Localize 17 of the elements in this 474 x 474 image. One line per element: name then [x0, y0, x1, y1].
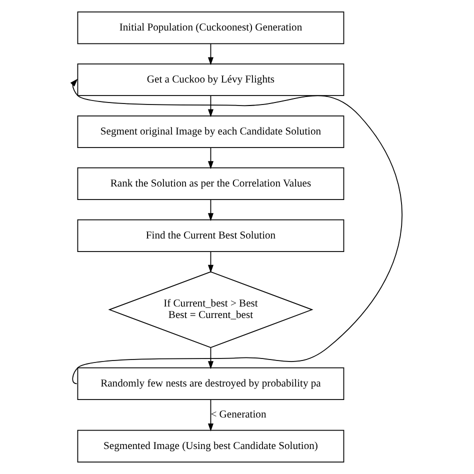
node-box: Segmented Image (Using best Candidate Solution) — [76, 430, 344, 462]
arrow — [207, 95, 214, 118]
node-box: Randomly few nests are destroyed by probability pa — [76, 367, 344, 400]
node-box: Find the Current Best Solution — [76, 219, 344, 252]
node-box: Get a Cuckoo by Lévy Flights — [76, 63, 344, 96]
arrow — [70, 78, 402, 384]
node-box: Segment original Image by each Candidate Solution — [76, 115, 344, 148]
arrow — [207, 399, 214, 432]
arrow — [207, 348, 214, 370]
arrow — [207, 199, 214, 222]
node-box: Initial Population (Cuckoonest) Generation — [76, 12, 344, 44]
arrow — [207, 43, 214, 66]
node-box: Rank the Solution as per the Correlation Values — [76, 167, 344, 200]
edge-label: < Generation — [210, 410, 266, 421]
node-diamond: If Current_best > Best Best = Current_best — [108, 271, 313, 348]
arrow — [207, 147, 214, 170]
arrow — [207, 251, 214, 273]
